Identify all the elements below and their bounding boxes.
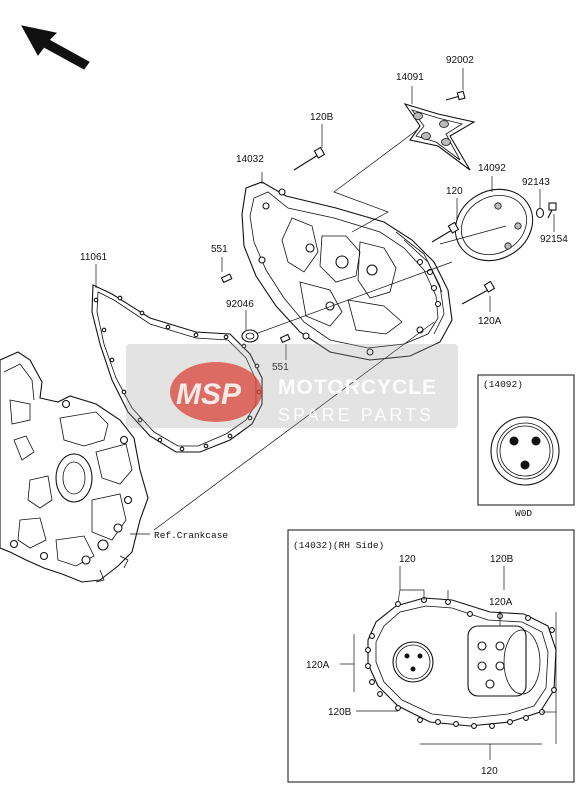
part-120A-label: 120A (478, 316, 502, 327)
washer-92143-drawing (535, 207, 545, 219)
rh-cover-bolt (417, 717, 423, 723)
part-14091-label: 14091 (396, 72, 424, 83)
crankcase-drawing (0, 351, 150, 583)
part-120B-label: 120B (310, 112, 334, 123)
rh-cover-bolt (395, 705, 401, 711)
watermark-logo-icon (170, 362, 262, 422)
gasket-bolt-hole (157, 437, 163, 443)
inset-rh-callout-120A-right: 120A (489, 597, 513, 608)
inset-14032-rh-side: (14032)(RH Side) 120 120B 120A 120A 120B… (287, 529, 575, 783)
bolt-92154-drawing (547, 202, 557, 219)
cover-14092-drawing (454, 188, 534, 262)
rh-cover-bolt (549, 627, 555, 633)
cover-14032-drawing (241, 181, 453, 361)
bolt-120B-drawing (293, 146, 326, 171)
direction-arrow-icon (21, 25, 90, 70)
gasket-bolt-hole (117, 295, 123, 301)
part-14092-label: 14092 (478, 163, 506, 174)
part-92143-label: 92143 (522, 177, 550, 188)
inset-rh-title: (14032)(RH Side) (293, 540, 384, 551)
part-92154-label: 92154 (540, 234, 568, 245)
gasket-bolt-hole (193, 332, 199, 338)
seal-92046-drawing (241, 329, 259, 343)
inset-rh-callout-120B-left: 120B (328, 707, 352, 718)
rh-cover-bolt (471, 723, 477, 729)
gasket-bolt-hole (223, 334, 229, 340)
inset-rh-callout-120-top: 120 (399, 554, 416, 565)
gasket-bolt-hole (137, 417, 143, 423)
inset-14092: (14092) W0D (477, 374, 575, 519)
bolt-120A-drawing (461, 280, 496, 305)
dowel-551-upper-drawing (220, 273, 233, 284)
bolt-120-drawing (431, 221, 460, 243)
gasket-bolt-hole (121, 389, 127, 395)
rh-cover-bolt (525, 615, 531, 621)
part-551-upper-label: 551 (211, 244, 228, 255)
rh-cover-bolt (523, 715, 529, 721)
gasket-bolt-hole (203, 443, 209, 449)
part-92002-label: 92002 (446, 55, 474, 66)
part-14032-label: 14032 (236, 154, 264, 165)
watermark: MSP MOTORCYCLE SPARE PARTS (126, 344, 458, 428)
gasket-bolt-hole (93, 297, 99, 303)
gasket-bolt-hole (241, 343, 247, 349)
gasket-bolt-hole (139, 310, 145, 316)
rh-cover-bolt (467, 611, 473, 617)
inset-rh-callout-120B-top: 120B (490, 554, 514, 565)
part-92046-label: 92046 (226, 299, 254, 310)
plate-14091-drawing (403, 103, 476, 171)
rh-cover-bolt (369, 633, 375, 639)
gasket-bolt-hole (109, 357, 115, 363)
watermark-logo-text: MSP (176, 378, 242, 411)
rh-cover-bolt (365, 647, 371, 653)
gasket-bolt-hole (227, 433, 233, 439)
rh-cover-bolt (453, 721, 459, 727)
gasket-bolt-hole (165, 324, 171, 330)
gasket-bolt-hole (247, 415, 253, 421)
watermark-line2: SPARE PARTS (278, 405, 434, 425)
rh-cover-bolt (369, 679, 375, 685)
rh-cover-bolt (445, 599, 451, 605)
bolt-92002-drawing (445, 90, 466, 101)
rh-cover-bolt (365, 663, 371, 669)
inset-14092-title: (14092) (483, 379, 523, 390)
part-120-label: 120 (446, 186, 463, 197)
ref-crankcase-label: Ref.Crankcase (154, 530, 228, 541)
gasket-bolt-hole (179, 446, 185, 452)
rh-cover-bolt (507, 719, 513, 725)
watermark-line1: MOTORCYCLE (278, 376, 437, 399)
rh-cover-bolt (489, 723, 495, 729)
rh-cover-bolt (377, 691, 383, 697)
inset-rh-callout-120-bottom: 120 (481, 766, 498, 777)
gasket-bolt-hole (101, 327, 107, 333)
part-11061-label: 11061 (80, 252, 108, 263)
gasket-bolt-hole (254, 363, 260, 369)
rh-cover-bolt (435, 719, 441, 725)
rh-cover-bolt (551, 687, 557, 693)
part-551-lower-label: 551 (272, 362, 289, 373)
dowel-551-lower-drawing (279, 333, 291, 344)
inset-rh-callout-120A-left: 120A (306, 660, 330, 671)
inset-14092-code: W0D (515, 508, 532, 519)
rh-cover-bolt (395, 601, 401, 607)
